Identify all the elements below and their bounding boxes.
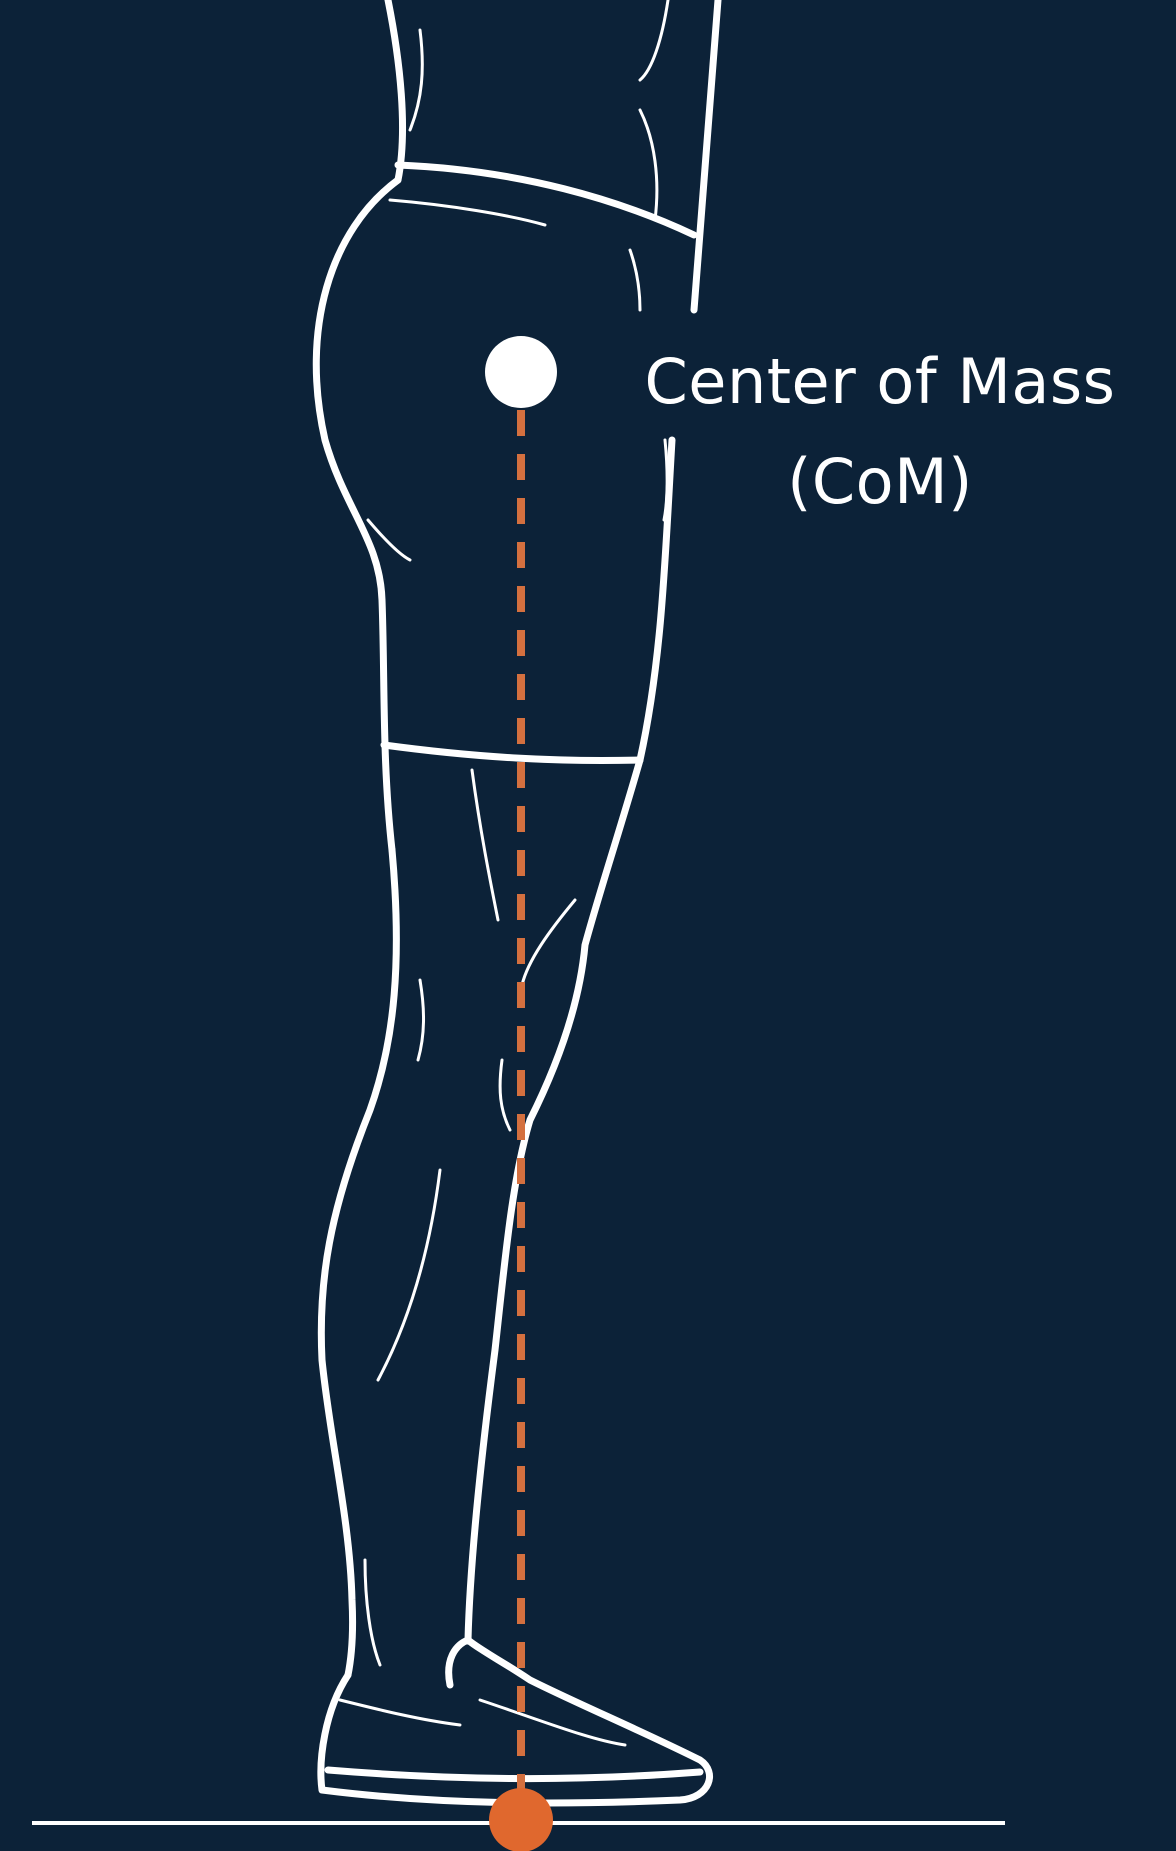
shoe-lace-line bbox=[480, 1700, 625, 1745]
upper-thigh-line bbox=[630, 250, 640, 310]
com-label: Center of Mass (CoM) bbox=[610, 332, 1150, 532]
ground-projection-point bbox=[489, 1788, 553, 1851]
com-label-line2: (CoM) bbox=[610, 432, 1150, 532]
back-crease bbox=[410, 30, 422, 130]
center-of-mass-marker bbox=[485, 336, 557, 408]
shin-line bbox=[500, 1060, 510, 1130]
shorts-hem bbox=[384, 745, 640, 760]
calf-line-1 bbox=[418, 980, 424, 1060]
back-leg-outline bbox=[321, 850, 396, 1675]
knee-line-2 bbox=[522, 900, 575, 985]
shoe-upper-line bbox=[340, 1700, 460, 1725]
abdomen-line bbox=[640, 0, 668, 80]
torso-front-outline bbox=[694, 0, 718, 310]
torso-back-outline bbox=[388, 0, 403, 180]
buttock-outline bbox=[316, 180, 398, 850]
com-label-line1: Center of Mass bbox=[610, 332, 1150, 432]
shoe-sole bbox=[328, 1770, 700, 1779]
muscle-details bbox=[340, 0, 668, 1745]
glute-line bbox=[390, 200, 545, 225]
calf-line-2 bbox=[378, 1170, 440, 1380]
hip-line bbox=[640, 110, 657, 220]
knee-line-1 bbox=[472, 770, 498, 920]
ankle-line bbox=[365, 1560, 380, 1665]
